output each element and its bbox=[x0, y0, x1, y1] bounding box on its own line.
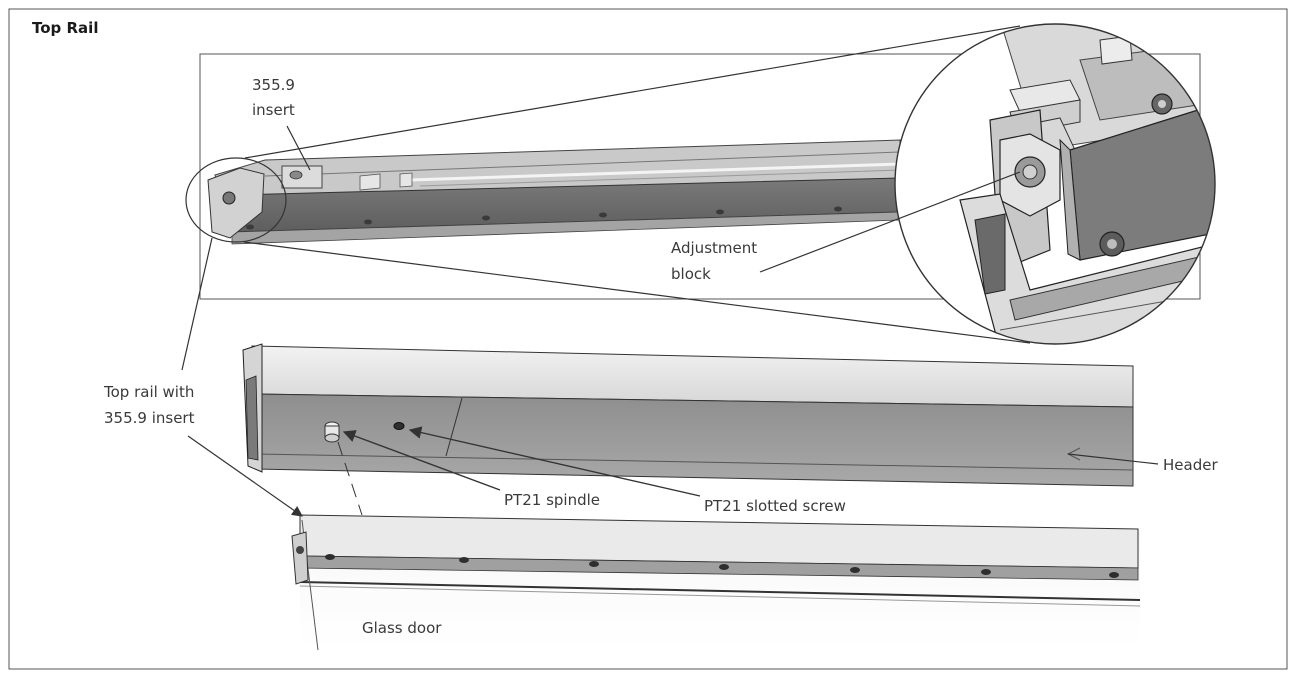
leader-spindle bbox=[342, 430, 501, 491]
label-toprail-line1: Top rail with bbox=[103, 383, 194, 401]
label-adjustment-line2: block bbox=[671, 265, 711, 283]
label-screw: PT21 slotted screw bbox=[704, 497, 846, 515]
glass-door bbox=[291, 514, 1141, 651]
zoom-source-circle bbox=[185, 157, 287, 243]
alignment-dashed-line bbox=[337, 441, 363, 516]
page-frame bbox=[8, 8, 1288, 670]
label-insert-line1: 355.9 bbox=[252, 76, 295, 94]
label-adjustment-line1: Adjustment bbox=[671, 239, 757, 257]
leader-toprail-down bbox=[187, 435, 303, 517]
leader-screw bbox=[408, 426, 701, 497]
leader-header bbox=[1067, 453, 1159, 465]
zoom-line-upper bbox=[244, 25, 1021, 159]
label-insert-line2: insert bbox=[252, 101, 295, 119]
zoom-line-lower bbox=[243, 241, 1031, 344]
leader-adjustment bbox=[759, 171, 1021, 273]
diagram-title: Top Rail bbox=[32, 19, 98, 37]
header-bar bbox=[242, 343, 1134, 487]
label-spindle: PT21 spindle bbox=[504, 491, 600, 509]
leader-insert bbox=[286, 125, 311, 171]
rail-perspective bbox=[207, 139, 901, 245]
label-glass-door: Glass door bbox=[362, 619, 442, 637]
label-header: Header bbox=[1163, 456, 1218, 474]
label-toprail-line2: 355.9 insert bbox=[104, 409, 195, 427]
leader-toprail-up bbox=[181, 237, 213, 371]
